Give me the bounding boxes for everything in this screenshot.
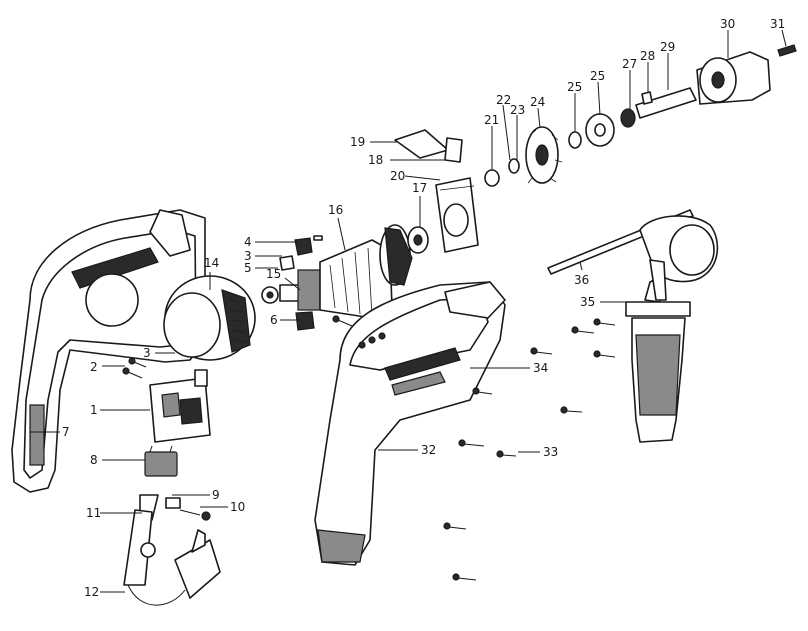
housing-left-half — [11, 209, 206, 493]
label-9: 9 — [212, 488, 220, 502]
label-7: 7 — [62, 425, 70, 439]
label-28: 28 — [640, 49, 655, 63]
gear-plate — [435, 177, 479, 253]
part-number-labels: 1 2 3 7 8 9 10 11 12 14 4 3 5 15 6 16 17… — [62, 17, 785, 599]
spindle-and-chuck — [620, 44, 797, 128]
armature-rotor — [261, 224, 413, 319]
label-34: 34 — [533, 361, 548, 375]
label-22: 22 — [496, 93, 511, 107]
label-20: 20 — [390, 169, 405, 183]
bearing-washer — [407, 226, 429, 254]
label-16: 16 — [328, 203, 343, 217]
shift-lever — [394, 129, 463, 163]
label-3-stator: 3 — [143, 346, 151, 360]
label-14: 14 — [204, 256, 219, 270]
label-36: 36 — [574, 273, 589, 287]
label-33: 33 — [543, 445, 558, 459]
label-23: 23 — [510, 103, 525, 117]
capacitor — [144, 445, 178, 477]
label-18: 18 — [368, 153, 383, 167]
spindle-gear-train — [484, 113, 615, 187]
label-30: 30 — [720, 17, 735, 31]
housing-right-half — [314, 281, 506, 566]
label-12: 12 — [84, 585, 99, 599]
label-8: 8 — [90, 453, 98, 467]
cord-clamp-screw — [165, 497, 211, 521]
label-19: 19 — [350, 135, 365, 149]
label-6: 6 — [270, 313, 278, 327]
label-4: 4 — [244, 235, 252, 249]
stator-field-coil — [163, 275, 256, 361]
label-1: 1 — [90, 403, 98, 417]
label-17: 17 — [412, 181, 427, 195]
label-5: 5 — [244, 261, 252, 275]
label-35: 35 — [580, 295, 595, 309]
label-3: 3 — [244, 249, 252, 263]
label-15: 15 — [266, 267, 281, 281]
label-24: 24 — [530, 95, 545, 109]
power-cord — [123, 494, 221, 606]
auxiliary-side-handle — [625, 215, 719, 443]
label-25-washer: 25 — [567, 80, 582, 94]
label-27: 27 — [622, 57, 637, 71]
label-25-bearing: 25 — [590, 69, 605, 83]
label-21: 21 — [484, 113, 499, 127]
label-32: 32 — [421, 443, 436, 457]
leader-lines — [30, 29, 787, 593]
housing-screws — [122, 315, 616, 581]
label-29: 29 — [660, 40, 675, 54]
label-10: 10 — [230, 500, 245, 514]
switch-assembly — [149, 369, 211, 443]
label-31: 31 — [770, 17, 785, 31]
carbon-brush-holders — [279, 235, 323, 331]
label-2: 2 — [90, 360, 98, 374]
label-11: 11 — [86, 506, 101, 520]
